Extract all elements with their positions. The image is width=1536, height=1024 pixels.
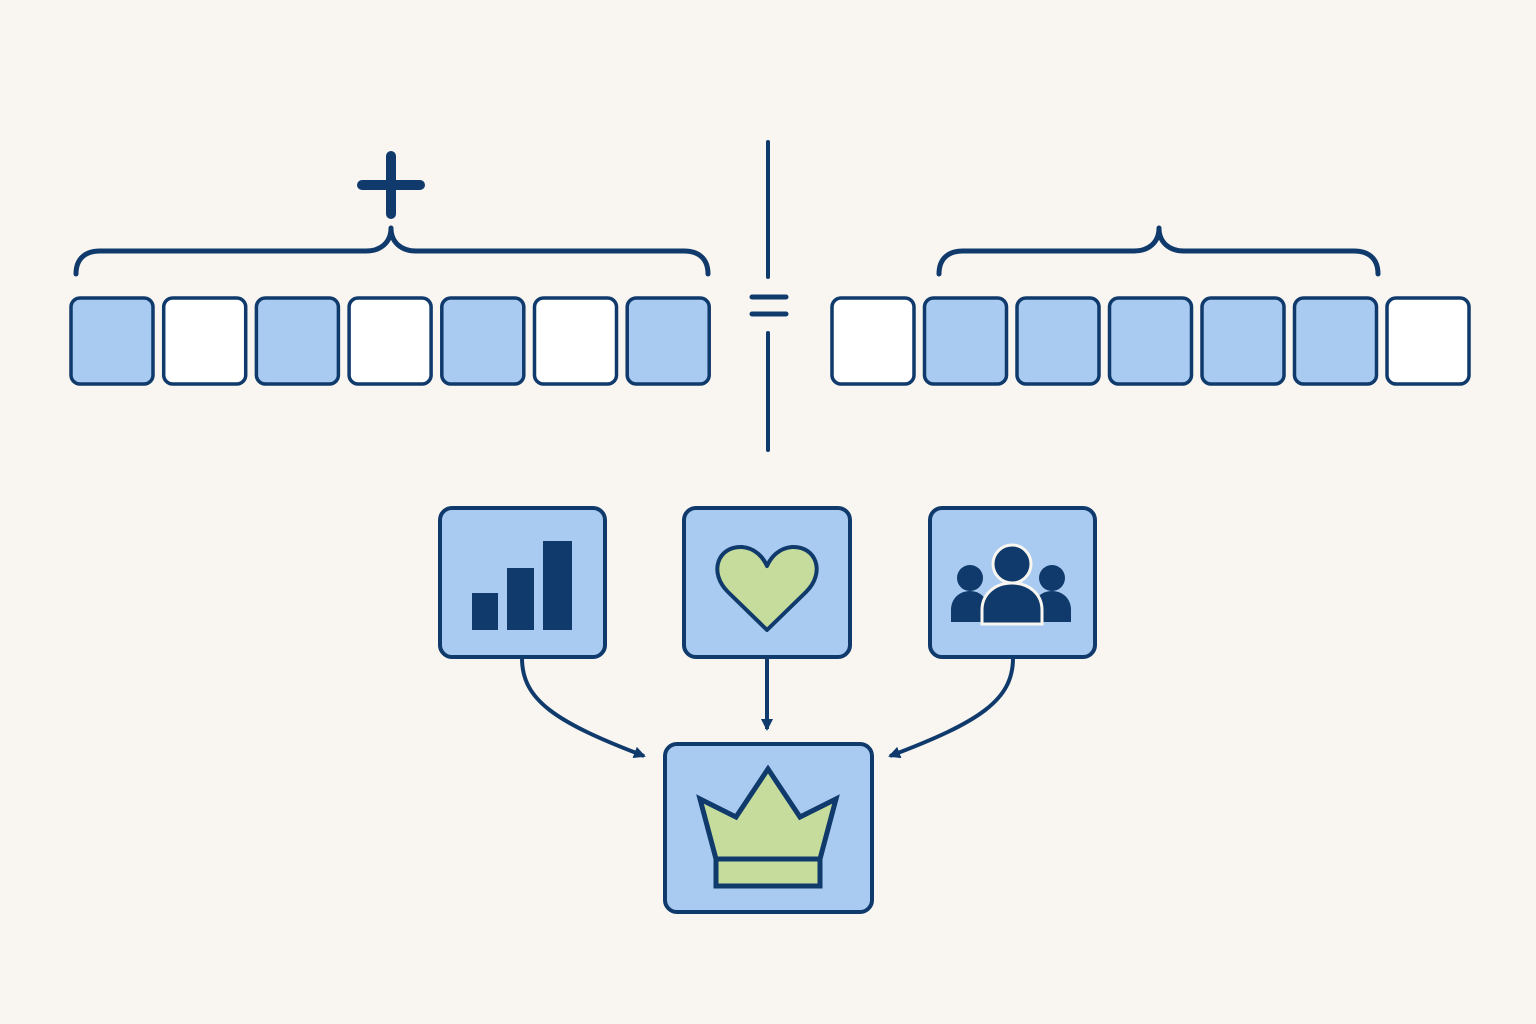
not-equal-icon: [749, 140, 789, 452]
filled-cell: [440, 296, 526, 386]
filled-cell: [1015, 296, 1101, 386]
sequence-comparison: [69, 140, 1471, 452]
empty-cell: [347, 296, 433, 386]
bar-chart-icon: [472, 541, 572, 630]
filled-cell: [625, 296, 711, 386]
empty-cell: [532, 296, 619, 386]
right-group-brace: [936, 225, 1381, 277]
arrow-people-to-crown: [888, 657, 1015, 759]
filled-cell: [922, 296, 1009, 386]
filled-cell: [1200, 296, 1286, 386]
empty-cell: [161, 296, 248, 386]
left-group-brace: [73, 225, 711, 277]
plus-icon: [357, 151, 425, 219]
people-icon: [951, 543, 1071, 626]
crown-icon: [696, 764, 840, 889]
left-cell-group: [69, 296, 711, 386]
filled-cell: [1292, 296, 1379, 386]
empty-cell: [1385, 296, 1471, 386]
arrow-chart-to-crown: [520, 657, 646, 759]
filled-cell: [1107, 296, 1194, 386]
filled-cell: [254, 296, 341, 386]
right-cell-group: [830, 296, 1471, 386]
filled-cell: [69, 296, 155, 386]
empty-cell: [830, 296, 916, 386]
heart-icon: [715, 544, 819, 632]
factor-flow: [438, 506, 1097, 914]
